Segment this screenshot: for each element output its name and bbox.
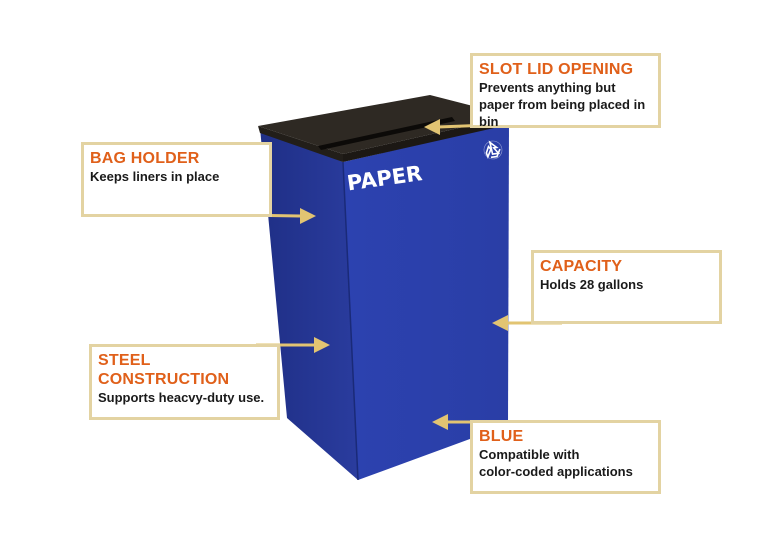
bin-lid-side (258, 126, 343, 162)
recycle-icon (483, 140, 503, 160)
callout-blue: BLUE Compatible with color-coded applica… (470, 420, 661, 494)
callout-title: BLUE (479, 428, 524, 445)
callout-description: Holds 28 gallons (540, 277, 644, 292)
bin-lid-front (343, 116, 512, 162)
callout-title: BAG HOLDER (90, 150, 200, 167)
callout-description: Keeps liners in place (90, 169, 220, 184)
callout-capacity: CAPACITY Holds 28 gallons (531, 250, 722, 324)
callout-description: Supports heacvy-duty use. (98, 390, 265, 405)
callout-title: STEEL CONSTRUCTION (98, 352, 230, 388)
callout-bag-holder: BAG HOLDER Keeps liners in place (81, 142, 272, 217)
bin-front-panel (343, 124, 509, 480)
callout-description: Prevents anything but paper from being p… (479, 80, 646, 129)
callout-description-line-1: Compatible with (479, 447, 580, 462)
callout-title: CAPACITY (540, 258, 623, 275)
slot-opening (318, 117, 455, 150)
callout-slot-lid-opening: SLOT LID OPENING Prevents anything but p… (470, 53, 661, 129)
callout-description-line-2: color-coded applications (479, 464, 633, 479)
bin-edge (342, 161, 359, 481)
callout-steel-construction: STEEL CONSTRUCTION Supports heacvy-duty … (89, 344, 280, 420)
callout-title: SLOT LID OPENING (479, 61, 634, 78)
bin-lid-top (258, 95, 512, 154)
